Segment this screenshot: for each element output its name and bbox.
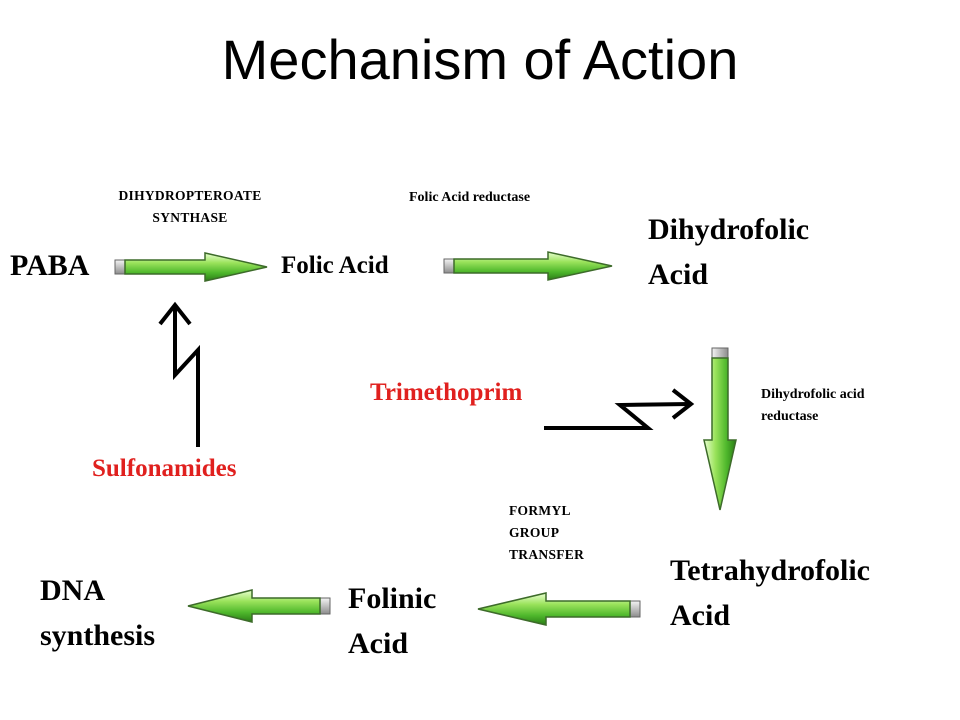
- arrow-paba-to-folic-acid: [114, 252, 268, 282]
- node-tetrahydrofolic-acid: Tetrahydrofolic Acid: [670, 554, 870, 632]
- inhibitor-sulfonamides: Sulfonamides: [92, 455, 237, 482]
- enzyme-dihydropteroate-synthase: DIHYDROPTEROATE SYNTHASE: [118, 188, 262, 225]
- trimethoprim-inhibition-arrow: [544, 402, 691, 430]
- node-dihydrofolic-acid: Dihydrofolic Acid: [648, 213, 810, 291]
- enzyme-formyl-group-transfer: FORMYL GROUP TRANSFER: [509, 503, 585, 562]
- node-paba: PABA: [10, 249, 90, 282]
- sulfonamides-arrowhead: [158, 301, 192, 326]
- node-folinic-acid: Folinic Acid: [348, 582, 437, 660]
- sulfonamides-inhibition-arrow: [173, 306, 200, 447]
- page-title: Mechanism of Action: [221, 28, 739, 91]
- trimethoprim-arrowhead: [671, 388, 695, 420]
- arrow-dihydrofolic-to-tetrahydrofolic: [703, 347, 737, 511]
- node-dna-synthesis: DNA synthesis: [40, 574, 156, 652]
- inhibitor-trimethoprim: Trimethoprim: [370, 379, 523, 406]
- node-folic-acid: Folic Acid: [281, 252, 389, 279]
- arrow-folic-acid-to-dihydrofolic: [443, 251, 613, 281]
- arrow-tetrahydrofolic-to-folinic: [477, 592, 641, 626]
- enzyme-dihydrofolic-acid-reductase: Dihydrofolic acid reductase: [761, 387, 865, 424]
- arrow-folinic-to-dna: [187, 589, 331, 623]
- enzyme-folic-acid-reductase: Folic Acid reductase: [409, 190, 531, 205]
